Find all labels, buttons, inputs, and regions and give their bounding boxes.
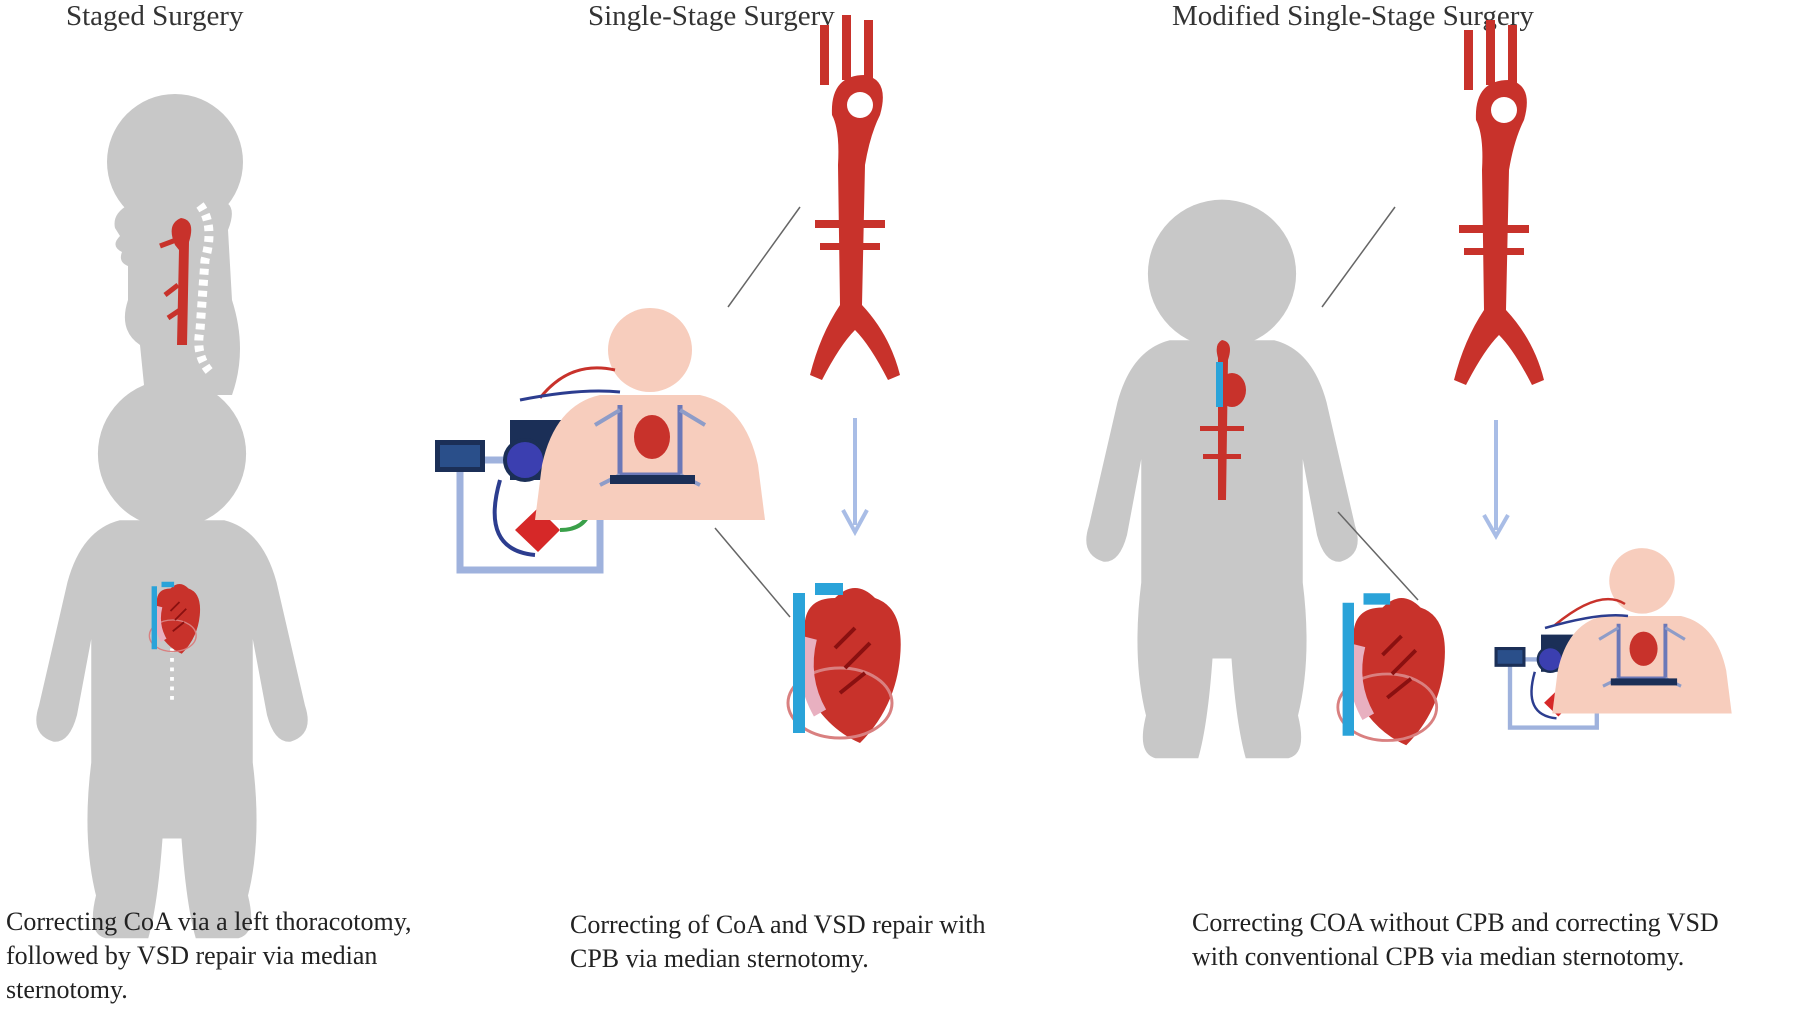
caption-line: Correcting COA without CPB and correctin… (1192, 908, 1719, 937)
column-title-single-stage: Single-Stage Surgery (588, 0, 835, 32)
infant-sternotomy-illustration (535, 308, 765, 520)
caption-line: CPB via median sternotomy. (570, 944, 869, 973)
column-title-staged: Staged Surgery (66, 0, 244, 32)
arrow-down-icon (1482, 420, 1510, 541)
column-title-modified: Modified Single-Stage Surgery (1172, 0, 1534, 32)
caption-line: Correcting of CoA and VSD repair with (570, 910, 986, 939)
vessels-on-infant-illustration (1200, 340, 1246, 500)
connector-line (727, 206, 801, 308)
aorta-illustration (1454, 20, 1544, 385)
connector-line (1337, 511, 1419, 601)
connector-line (714, 527, 791, 618)
caption-single-stage: Correcting of CoA and VSD repair with CP… (570, 908, 1130, 976)
arterial-line (538, 366, 616, 399)
caption-staged: Correcting CoA via a left thoracotomy, f… (6, 905, 526, 1007)
caption-line: with conventional CPB via median sternot… (1192, 942, 1685, 971)
caption-line: Correcting CoA via a left thoracotomy, (6, 907, 412, 936)
caption-modified: Correcting COA without CPB and correctin… (1192, 906, 1792, 974)
profile-baby-illustration (107, 94, 243, 395)
arrow-down-icon (841, 418, 869, 537)
connector-line (1321, 206, 1396, 308)
venous-line (519, 389, 621, 402)
aorta-illustration (810, 15, 900, 380)
caption-line: sternotomy. (6, 975, 128, 1004)
infant-sternotomy-illustration (1550, 546, 1734, 716)
venous-line (1544, 613, 1629, 630)
heart-illustration (1338, 593, 1445, 745)
front-baby-illustration (36, 379, 308, 939)
caption-line: followed by VSD repair via median (6, 941, 378, 970)
heart-illustration (788, 583, 901, 743)
arterial-line (1554, 597, 1626, 626)
